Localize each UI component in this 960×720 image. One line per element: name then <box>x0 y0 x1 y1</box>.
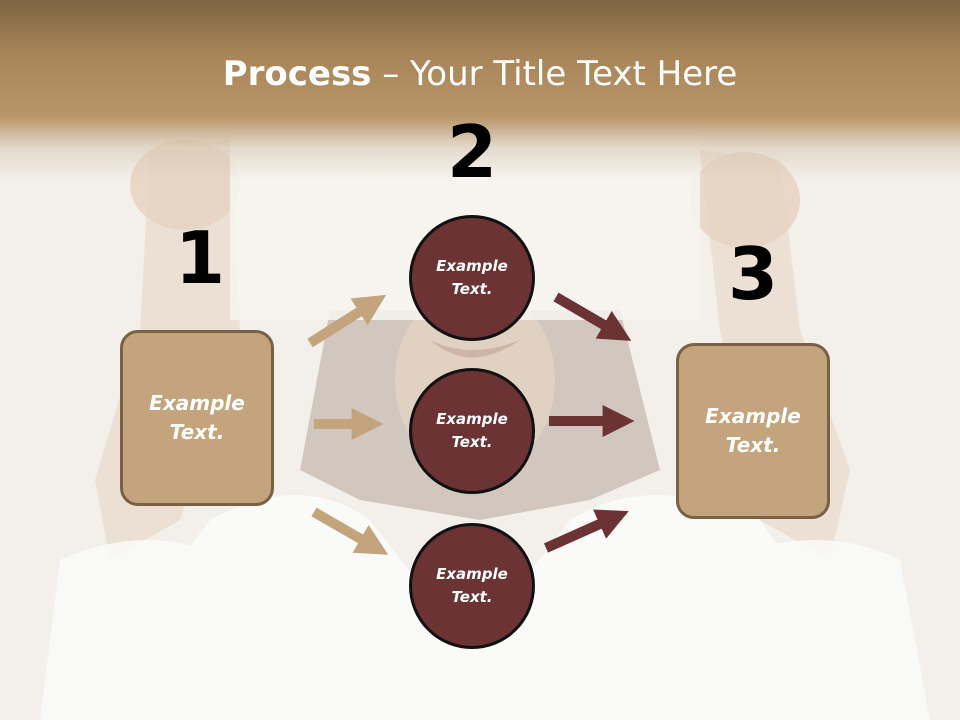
step-number-2: 2 <box>446 110 498 194</box>
title-bold: Process <box>222 54 372 94</box>
step-number-1: 1 <box>174 216 226 300</box>
right-box-text: Example Text. <box>705 404 801 457</box>
circle-top-text: Example Text. <box>436 257 508 298</box>
left-box: Example Text. <box>120 330 274 506</box>
slide-title: Process – Your Title Text Here <box>0 52 960 96</box>
step-number-3: 3 <box>727 232 779 316</box>
left-box-text: Example Text. <box>149 391 245 444</box>
circle-top: Example Text. <box>409 215 535 341</box>
circle-bottom: Example Text. <box>409 523 535 649</box>
circle-middle: Example Text. <box>409 368 535 494</box>
circle-middle-text: Example Text. <box>436 410 508 451</box>
title-rest: – Your Title Text Here <box>371 54 738 94</box>
arrow-bottom-to-right <box>543 509 629 553</box>
title-band <box>0 0 960 180</box>
circle-bottom-text: Example Text. <box>436 565 508 606</box>
arrow-left-to-top <box>307 294 387 348</box>
arrow-left-to-bottom <box>311 507 389 555</box>
arrow-top-to-right <box>553 292 632 341</box>
right-box: Example Text. <box>676 343 830 519</box>
